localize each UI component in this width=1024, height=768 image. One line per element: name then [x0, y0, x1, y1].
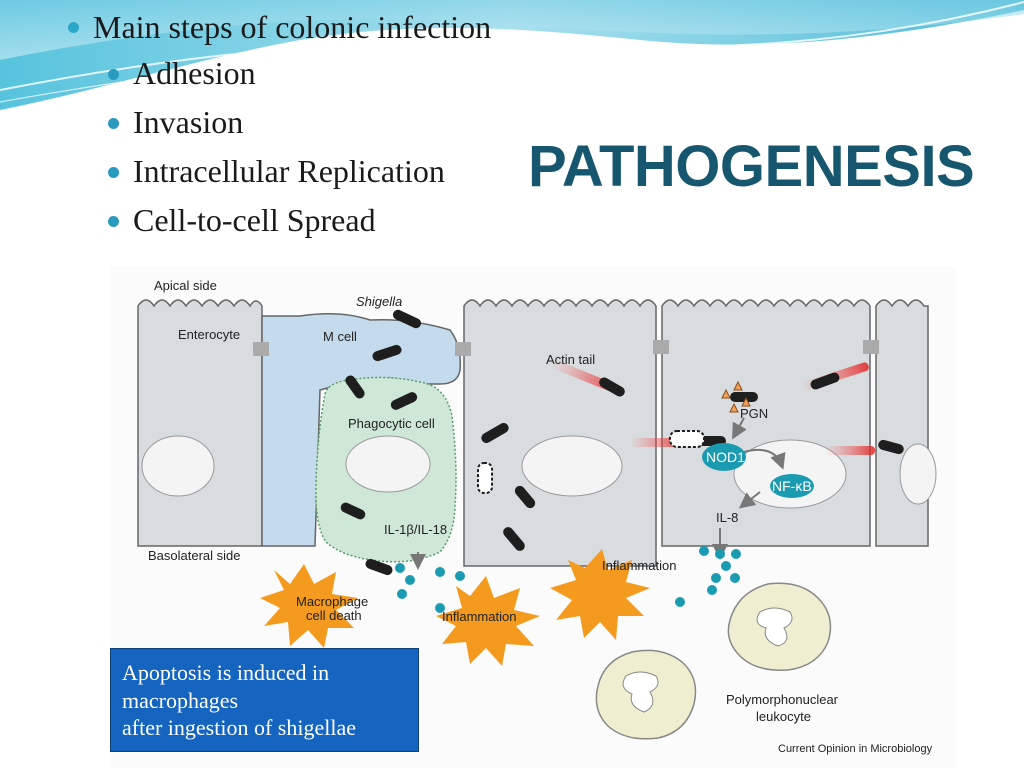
- callout-line: Apoptosis is induced in: [122, 660, 330, 685]
- inflammation-burst: [436, 576, 540, 666]
- sub-bullet-text: Cell-to-cell Spread: [133, 202, 376, 238]
- sub-bullet: Cell-to-cell Spread: [100, 196, 491, 245]
- il1-il18-label: IL-1β/IL-18: [384, 522, 447, 537]
- bullet-dot-icon: [108, 167, 119, 178]
- sub-bullet: Invasion: [100, 98, 491, 147]
- vacuole-membrane: [477, 430, 705, 494]
- nod1-label: NOD1: [706, 449, 745, 465]
- phagocytic-cell-label: Phagocytic cell: [348, 416, 435, 431]
- actin-tail: [825, 446, 875, 455]
- header-wave-decoration: [0, 0, 1024, 110]
- il8-label: IL-8: [716, 510, 738, 525]
- inflammation-left-label: Inflammation: [442, 609, 516, 624]
- basolateral-side-label: Basolateral side: [148, 548, 241, 563]
- figure-credit: Current Opinion in Microbiology: [778, 743, 933, 755]
- apoptosis-callout-box: Apoptosis is induced in macrophages afte…: [110, 648, 419, 752]
- inflammation-right-label: Inflammation: [602, 558, 676, 573]
- nod1-protein: [702, 443, 746, 471]
- sub-bullet-text: Intracellular Replication: [133, 153, 445, 189]
- macrophage-label-line2: cell death: [306, 608, 362, 623]
- callout-line: after ingestion of shigellae: [122, 715, 356, 740]
- enterocyte-nucleus: [733, 439, 847, 509]
- macrophage-death-burst: [260, 564, 358, 648]
- enterocyte-nucleus: [141, 435, 215, 497]
- sub-bullet: Adhesion: [100, 49, 491, 98]
- pmn-nucleus: [756, 607, 793, 647]
- sub-bullet-text: Invasion: [133, 104, 244, 140]
- pmn-label-line1: Polymorphonuclear: [726, 692, 839, 707]
- sub-bullet-text: Adhesion: [133, 55, 256, 91]
- actin-tail-label: Actin tail: [546, 352, 595, 367]
- slide-title: PATHOGENESIS: [528, 134, 975, 199]
- apical-side-label: Apical side: [154, 278, 217, 293]
- inflammation-burst: [550, 549, 650, 640]
- cytokine-dots: [395, 546, 741, 613]
- bullet-list: Main steps of colonic infection Adhesion…: [60, 8, 491, 245]
- macrophage-label-line1: Macrophage: [296, 594, 368, 609]
- enterocyte-nucleus: [521, 435, 623, 497]
- enterocyte-right: [875, 299, 929, 547]
- enterocyte-nucleus: [899, 443, 937, 505]
- phagocytic-nucleus: [345, 435, 431, 493]
- sub-bullet: Intracellular Replication: [100, 147, 491, 196]
- main-bullet: Main steps of colonic infection: [60, 8, 491, 46]
- bullet-dot-icon: [108, 118, 119, 129]
- nfkb-protein: [770, 474, 814, 498]
- enterocyte-infected: [463, 299, 657, 567]
- tight-junction: [455, 342, 471, 356]
- callout-line: macrophages: [122, 687, 239, 713]
- m-cell-label: M cell: [323, 329, 357, 344]
- diagram-canvas: Apical side Enterocyte Shigella M cell A…: [110, 266, 956, 768]
- nfkb-label: NF-κB: [772, 478, 812, 494]
- bullet-dot-icon: [108, 69, 119, 80]
- shigella-label: Shigella: [356, 294, 402, 309]
- enterocyte-nod1: [661, 299, 871, 547]
- pmn-nucleus: [622, 671, 659, 713]
- main-bullet-text: Main steps of colonic infection: [93, 9, 492, 45]
- tight-junction: [253, 342, 269, 356]
- pathogenesis-diagram: Apical side Enterocyte Shigella M cell A…: [110, 266, 956, 768]
- tight-junction: [653, 340, 669, 354]
- bullet-dot-icon: [68, 22, 79, 33]
- pmn-label-line2: leukocyte: [756, 709, 811, 724]
- enterocyte-label: Enterocyte: [178, 327, 240, 342]
- pgn-triangles: [721, 380, 751, 413]
- tight-junction: [863, 340, 879, 354]
- pgn-label: PGN: [740, 406, 768, 421]
- bullet-dot-icon: [108, 216, 119, 227]
